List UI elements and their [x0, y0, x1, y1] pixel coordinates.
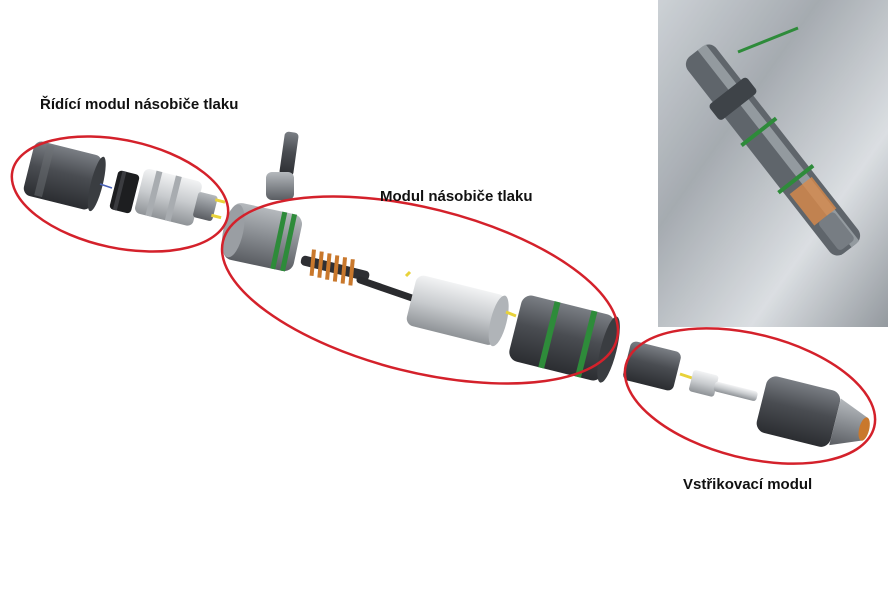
control-module-label: Řídící modul násobiče tlaku — [40, 96, 239, 113]
injection-module-label: Vstřikovací modul — [683, 476, 813, 493]
multiplier-module-label: Modul násobiče tlaku — [380, 188, 533, 205]
injector-cutaway-photo — [658, 0, 888, 327]
injection-module-parts — [623, 341, 870, 447]
multiplier-module-outline — [220, 195, 620, 385]
injection-module-outline — [623, 327, 877, 465]
control-module-parts — [23, 141, 226, 226]
multiplier-module-parts — [222, 131, 620, 383]
control-module-outline — [10, 135, 230, 253]
